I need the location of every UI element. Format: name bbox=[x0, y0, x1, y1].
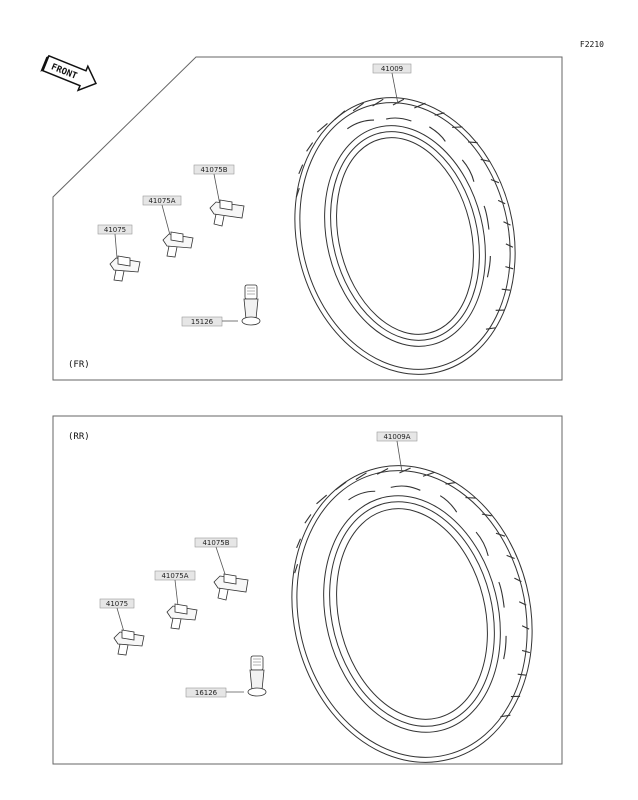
rear-valve-label: 16126 bbox=[195, 689, 218, 697]
front-tire-part-label: 41009 bbox=[381, 65, 403, 73]
front-weight-label-3: 41075B bbox=[200, 166, 227, 174]
front-weight-41075-icon bbox=[109, 255, 141, 282]
rear-weight-41075-icon bbox=[113, 629, 145, 656]
front-tire-icon bbox=[294, 97, 516, 375]
rear-weight-label-2: 41075A bbox=[161, 572, 188, 580]
front-weight-label-1: 41075 bbox=[104, 226, 126, 234]
rear-section-title: (RR) bbox=[68, 432, 90, 442]
rear-tire-part-label: 41009A bbox=[383, 433, 410, 441]
rear-weight-41075a-icon bbox=[166, 603, 198, 630]
rear-weight-label-1: 41075 bbox=[106, 600, 128, 608]
front-section-border bbox=[52, 56, 563, 381]
front-valve-label: 15126 bbox=[191, 318, 214, 326]
front-arrow-icon: FRONT bbox=[40, 54, 97, 92]
rear-weight-41075b-icon bbox=[213, 573, 249, 601]
front-weight-label-2: 41075A bbox=[148, 197, 175, 205]
rear-valve-icon bbox=[247, 655, 267, 697]
front-section-title: (FR) bbox=[68, 360, 90, 370]
front-weight-41075b-icon bbox=[209, 199, 245, 227]
front-weight-41075a-icon bbox=[162, 231, 194, 258]
rear-tire-icon bbox=[291, 465, 533, 763]
rear-section: (RR) 41009A 4107 bbox=[52, 415, 563, 765]
figure-code: F2210 bbox=[580, 40, 604, 49]
rear-weight-label-3: 41075B bbox=[202, 539, 229, 547]
rear-section-border bbox=[52, 415, 563, 765]
front-section: (FR) 41009 41075 bbox=[52, 56, 563, 381]
front-valve-icon bbox=[241, 284, 261, 326]
